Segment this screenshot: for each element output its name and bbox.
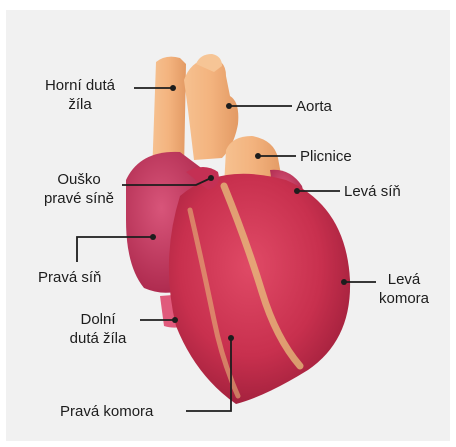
label-leva-komora: Levá komora xyxy=(370,270,438,308)
leader-dot xyxy=(150,234,156,240)
label-horni-duta-zila: Horní dutá žíla xyxy=(28,76,132,114)
leader-dot xyxy=(341,279,347,285)
leader-dot xyxy=(226,103,232,109)
leader-dot xyxy=(228,335,234,341)
label-aorta: Aorta xyxy=(296,97,332,116)
leader-dot xyxy=(170,85,176,91)
leader-dot xyxy=(172,317,178,323)
label-prava-komora: Pravá komora xyxy=(60,402,153,421)
label-ousko-prave-sine: Ouško pravé síně xyxy=(36,170,122,208)
leader-dot xyxy=(208,175,214,181)
label-prava-sin: Pravá síň xyxy=(38,268,101,287)
leader-dot xyxy=(255,153,261,159)
label-leva-sin: Levá síň xyxy=(344,182,401,201)
leader-dot xyxy=(294,188,300,194)
label-plicnice: Plicnice xyxy=(300,147,352,166)
label-dolni-duta-zila: Dolní dutá žíla xyxy=(56,310,140,348)
